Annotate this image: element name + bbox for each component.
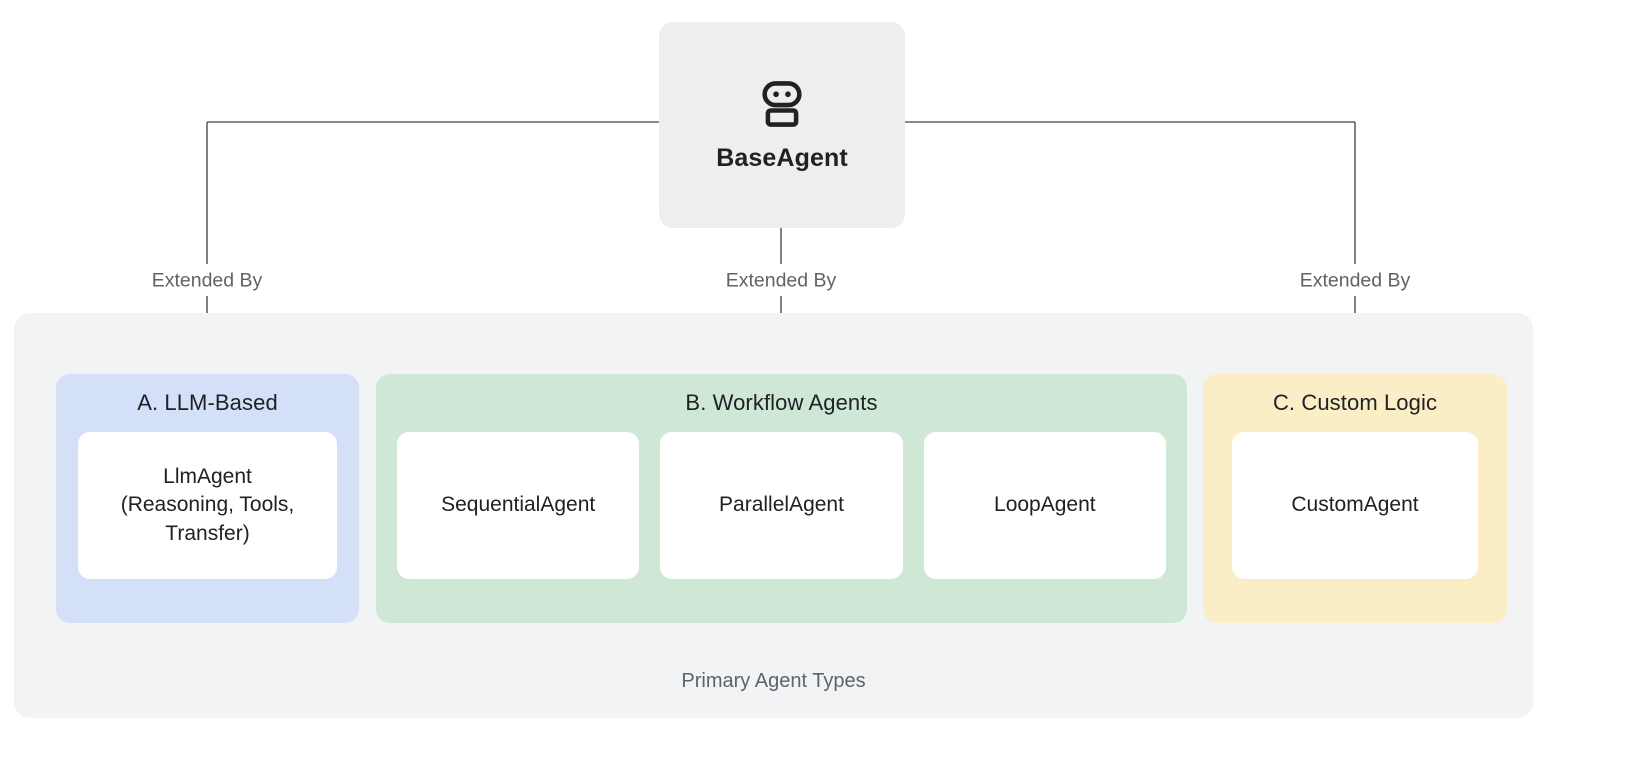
category-llm-based-title: A. LLM-Based: [137, 390, 278, 415]
category-workflow-agents-leaves: SequentialAgent ParallelAgent LoopAgent: [376, 432, 1187, 579]
node-parallel-agent[interactable]: ParallelAgent: [660, 432, 903, 579]
category-custom-logic-leaves: CustomAgent: [1203, 432, 1507, 579]
node-loop-agent[interactable]: LoopAgent: [923, 432, 1166, 579]
category-custom-logic[interactable]: C. Custom Logic CustomAgent: [1203, 374, 1507, 623]
node-base-agent[interactable]: BaseAgent: [659, 22, 905, 228]
robot-icon: [762, 80, 802, 127]
category-workflow-agents-title: B. Workflow Agents: [685, 390, 878, 415]
edge-label-extended-by-llm: Extended By: [143, 266, 271, 296]
edge-label-extended-by-workflow: Extended By: [717, 266, 845, 296]
node-llm-agent[interactable]: LlmAgent(Reasoning, Tools,Transfer): [78, 432, 337, 579]
node-custom-agent[interactable]: CustomAgent: [1232, 432, 1478, 579]
node-sequential-agent[interactable]: SequentialAgent: [397, 432, 640, 579]
category-llm-based-leaves: LlmAgent(Reasoning, Tools,Transfer): [56, 432, 359, 579]
edge-label-extended-by-custom: Extended By: [1291, 266, 1419, 296]
category-workflow-agents[interactable]: B. Workflow Agents SequentialAgent Paral…: [376, 374, 1187, 623]
group-caption: Primary Agent Types: [681, 670, 866, 692]
category-llm-based[interactable]: A. LLM-Based LlmAgent(Reasoning, Tools,T…: [56, 374, 359, 623]
category-custom-logic-title: C. Custom Logic: [1272, 390, 1438, 415]
node-base-agent-label: BaseAgent: [716, 143, 848, 172]
